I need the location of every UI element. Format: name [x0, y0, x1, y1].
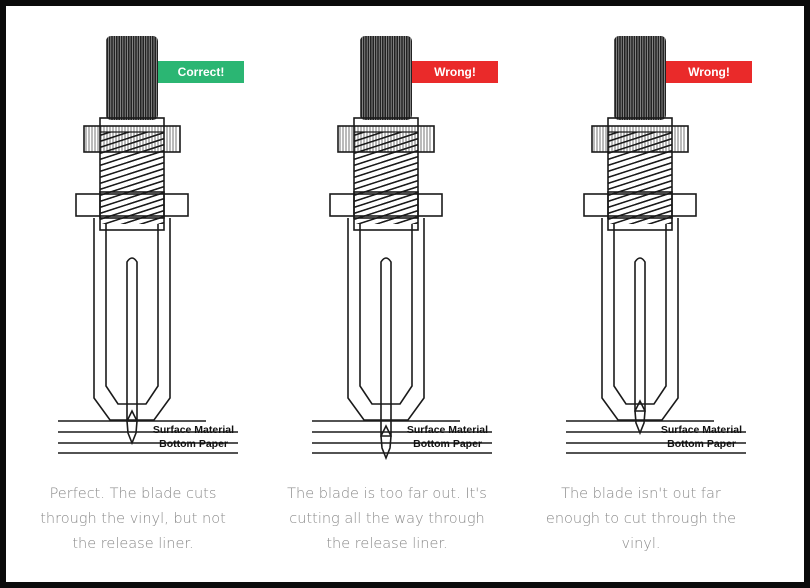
- bottom-paper-label: Bottom Paper: [667, 438, 736, 450]
- status-badge-bg: [412, 61, 498, 83]
- panel-caption: The blade is too far out. It's cutting a…: [272, 482, 502, 557]
- panel-not-far-enough: Wrong! Surface Material Bottom Paper The…: [514, 6, 768, 582]
- panel-too-far: Wrong! Surface Material Bottom Paper The…: [260, 6, 514, 582]
- diagram-frame: Correct! Surface Material Bottom Paper P…: [6, 6, 804, 582]
- caption-line: Perfect. The blade cuts: [49, 486, 217, 502]
- blade-holder-icon: [75, 36, 189, 446]
- surface-material-label: Surface Material: [407, 424, 488, 436]
- blade-holder-illustration: Wrong! Surface Material Bottom Paper: [566, 36, 752, 454]
- panel-correct: Correct! Surface Material Bottom Paper P…: [6, 6, 260, 582]
- blade-holder-icon: [583, 36, 697, 436]
- surface-material-label: Surface Material: [153, 424, 234, 436]
- status-badge: Wrong!: [688, 65, 730, 79]
- caption-line: vinyl.: [621, 536, 661, 552]
- bottom-paper-label: Bottom Paper: [159, 438, 228, 450]
- caption-line: enough to cut through the: [545, 511, 737, 527]
- caption-line: cutting all the way through: [289, 511, 485, 527]
- panel-caption: The blade isn't out far enough to cut th…: [526, 482, 756, 557]
- caption-line: the release liner.: [326, 536, 448, 552]
- caption-line: the release liner.: [72, 536, 194, 552]
- blade-holder-illustration: Wrong! Surface Material Bottom Paper: [312, 36, 498, 461]
- surface-material-label: Surface Material: [661, 424, 742, 436]
- material-layers: [566, 420, 746, 454]
- status-badge: Correct!: [178, 65, 225, 79]
- material-layers: [312, 420, 492, 454]
- blade-holder-icon: [329, 36, 443, 461]
- status-badge-bg: [666, 61, 752, 83]
- status-badge: Wrong!: [434, 65, 476, 79]
- bottom-paper-label: Bottom Paper: [413, 438, 482, 450]
- caption-line: through the vinyl, but not: [40, 511, 226, 527]
- blade-holder-illustration: Correct! Surface Material Bottom Paper: [58, 36, 244, 454]
- caption-line: The blade isn't out far: [561, 486, 721, 502]
- material-layers: [58, 420, 238, 454]
- caption-line: The blade is too far out. It's: [287, 486, 487, 502]
- status-badge-bg: [158, 61, 244, 83]
- panel-caption: Perfect. The blade cuts through the viny…: [18, 482, 248, 557]
